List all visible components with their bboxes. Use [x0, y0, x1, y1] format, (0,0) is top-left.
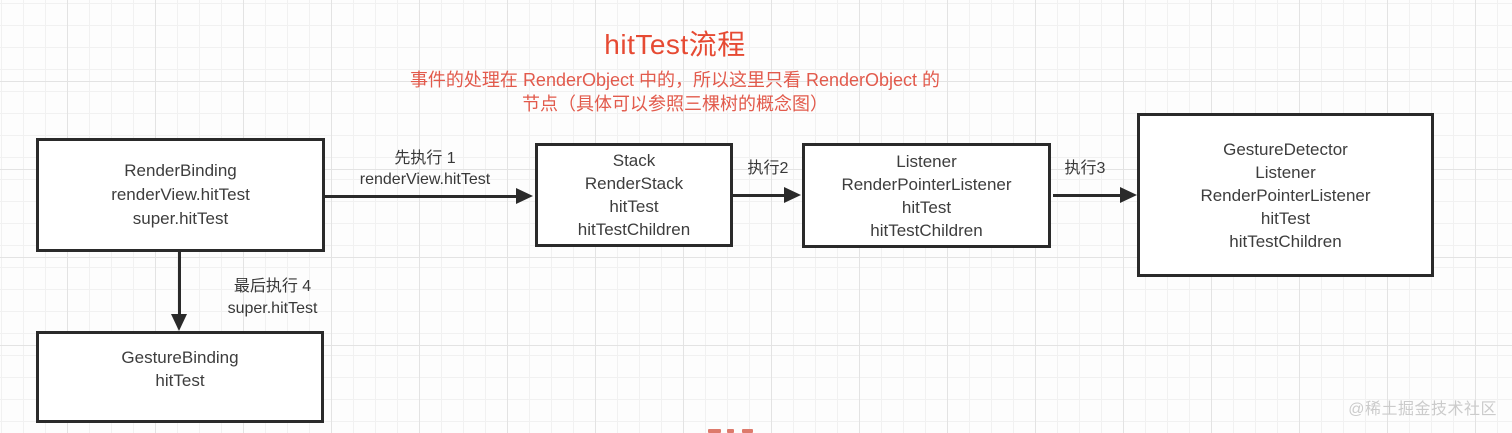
node-stack-line: hitTestChildren — [577, 220, 691, 239]
node-gesture-binding-line: hitTest — [155, 371, 205, 390]
clipped-red-text-mark — [742, 429, 753, 433]
arrow-1-label-line-1: 先执行 1 — [394, 150, 456, 167]
node-listener: Listener RenderPointerListener hitTest h… — [802, 143, 1051, 248]
arrow-4-head-icon — [171, 314, 187, 331]
arrow-2-head-icon — [784, 187, 801, 203]
arrow-2-label-line-1: 执行2 — [747, 160, 789, 177]
arrow-1-head-icon — [516, 188, 533, 204]
node-gesture-binding-line: GestureBinding — [121, 348, 239, 367]
node-render-binding-line: renderView.hitTest — [111, 185, 250, 204]
arrow-2-label: 执行2 — [723, 158, 813, 179]
arrow-2-line — [733, 194, 785, 197]
node-render-binding-line: super.hitTest — [132, 209, 229, 228]
node-render-binding-line: RenderBinding — [124, 161, 237, 180]
clipped-red-text-mark — [708, 429, 721, 433]
diagram-title: hitTest流程 — [604, 29, 746, 60]
node-gesture-detector-line: hitTestChildren — [1229, 231, 1342, 251]
node-gesture-detector-line: hitTest — [1260, 208, 1311, 228]
node-gesture-detector-line: GestureDetector — [1223, 139, 1348, 159]
arrow-3-label: 执行3 — [1040, 158, 1130, 179]
node-listener-line: hitTest — [901, 197, 952, 217]
node-stack-line: Stack — [612, 151, 656, 170]
arrow-1-label-line-2: renderView.hitTest — [359, 171, 491, 188]
node-stack: Stack RenderStack hitTest hitTestChildre… — [535, 143, 733, 247]
arrow-3-head-icon — [1120, 187, 1137, 203]
node-stack-line: hitTest — [609, 197, 659, 216]
arrow-4-line — [178, 252, 181, 315]
node-stack-line: RenderStack — [584, 174, 684, 193]
node-gesture-detector-line: Listener — [1255, 162, 1316, 182]
arrow-1-label: 先执行 1 renderView.hitTest — [325, 148, 525, 190]
subtitle-line-2: 节点（具体可以参照三棵树的概念图） — [522, 94, 828, 114]
node-gesture-detector: GestureDetector Listener RenderPointerLi… — [1137, 113, 1434, 277]
node-listener-line: Listener — [896, 151, 957, 171]
node-gesture-binding: GestureBinding hitTest — [36, 331, 324, 423]
arrow-4-label-line-1: 最后执行 4 — [233, 278, 312, 295]
node-listener-line: RenderPointerListener — [841, 174, 1012, 194]
arrow-4-label-line-2: super.hitTest — [227, 300, 318, 317]
arrow-3-label-line-1: 执行3 — [1064, 160, 1106, 177]
arrow-4-label: 最后执行 4 super.hitTest — [205, 276, 340, 320]
clipped-red-text-mark — [727, 429, 734, 433]
arrow-1-line — [325, 195, 517, 198]
node-listener-line: hitTestChildren — [870, 220, 983, 240]
arrow-3-line — [1053, 194, 1121, 197]
subtitle-line-1: 事件的处理在 RenderObject 中的，所以这里只看 RenderObje… — [409, 70, 941, 90]
diagram-subtitle: 事件的处理在 RenderObject 中的，所以这里只看 RenderObje… — [0, 68, 1350, 116]
diagram-heading: hitTest流程 事件的处理在 RenderObject 中的，所以这里只看 … — [0, 28, 1350, 116]
node-gesture-detector-line: RenderPointerListener — [1200, 185, 1371, 205]
watermark: @稀土掘金技术社区 — [1348, 401, 1497, 418]
node-render-binding: RenderBinding renderView.hitTest super.h… — [36, 138, 325, 252]
